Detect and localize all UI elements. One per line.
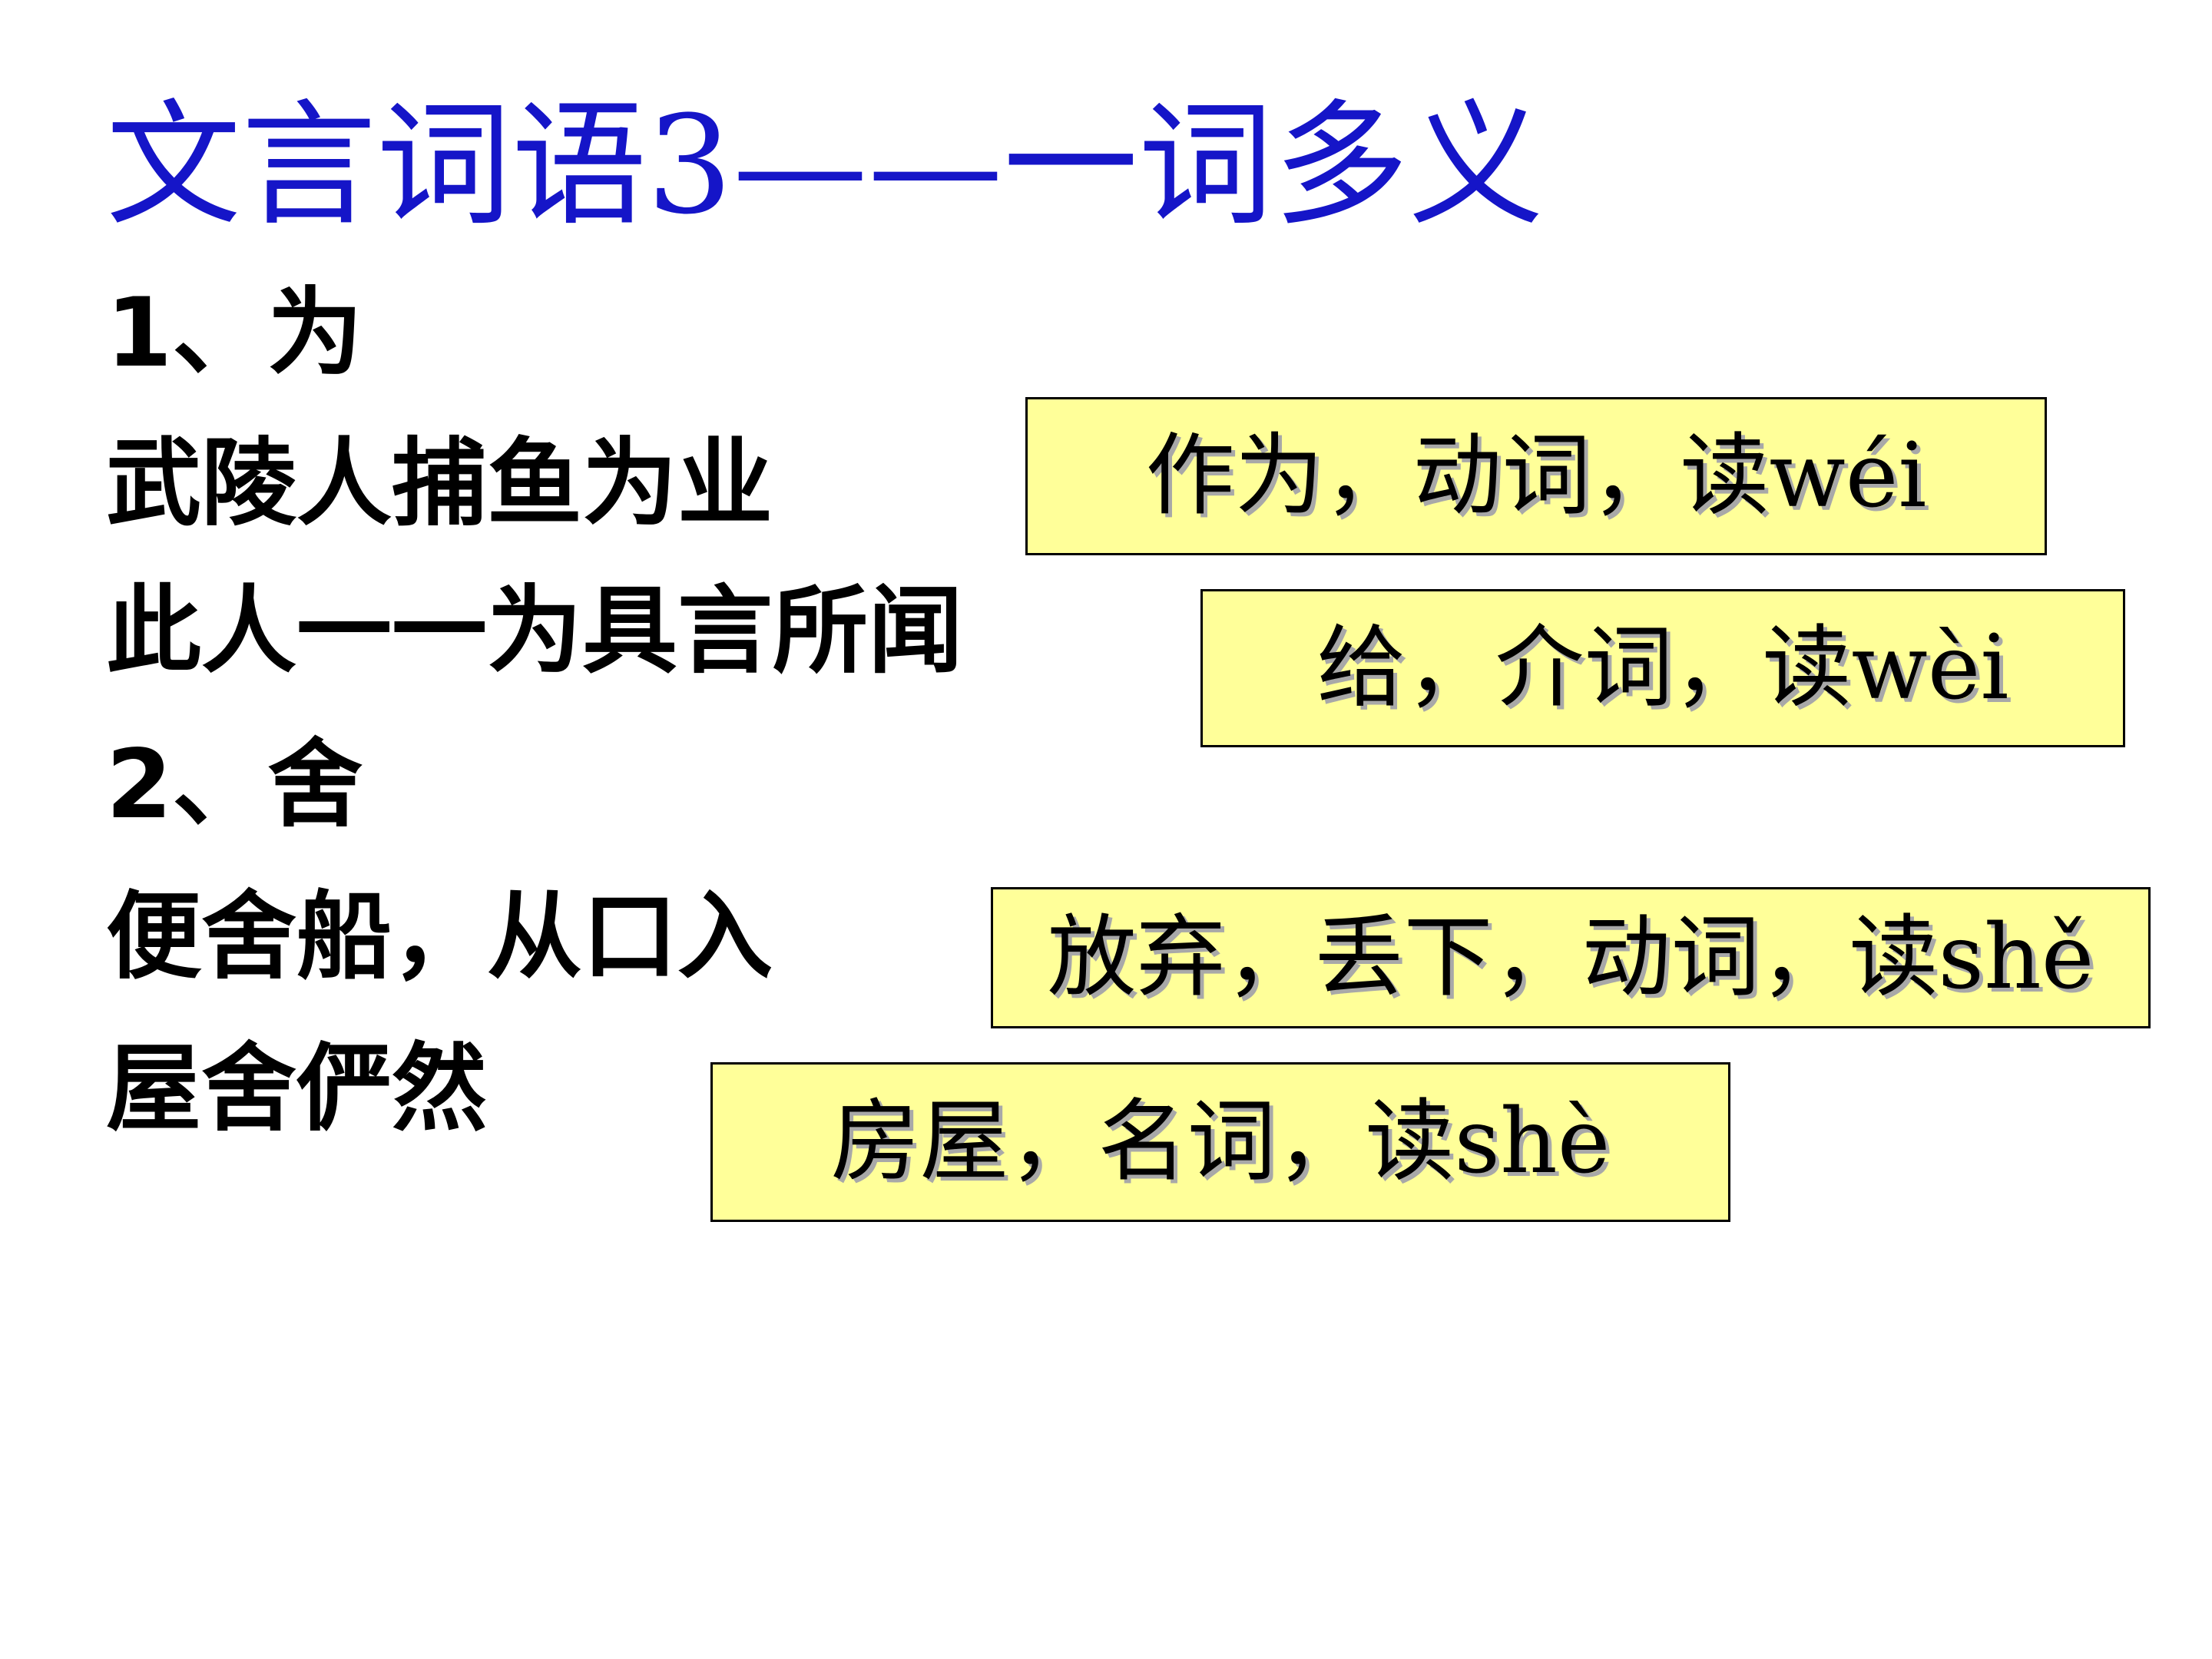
answer-box-4: 房屋，名词，读shè — [710, 1062, 1730, 1222]
example-sentence-2: 此人一一为具言所闻 — [106, 576, 964, 687]
item-heading-2: 2、舍 — [106, 730, 363, 840]
example-sentence-3: 便舍船，从口入 — [106, 882, 773, 992]
answer-box-2: 给，介词，读wèi — [1200, 589, 2125, 747]
example-sentence-1: 武陵人捕鱼为业 — [106, 429, 773, 539]
slide-title: 文言词语3——一词多义 — [106, 87, 1544, 244]
answer-box-1: 作为，动词，读wéi — [1025, 397, 2047, 555]
answer-box-3: 放弃，丢下，动词，读shě — [991, 887, 2151, 1028]
example-sentence-4: 屋舍俨然 — [106, 1034, 488, 1144]
item-heading-1: 1、为 — [106, 278, 363, 389]
